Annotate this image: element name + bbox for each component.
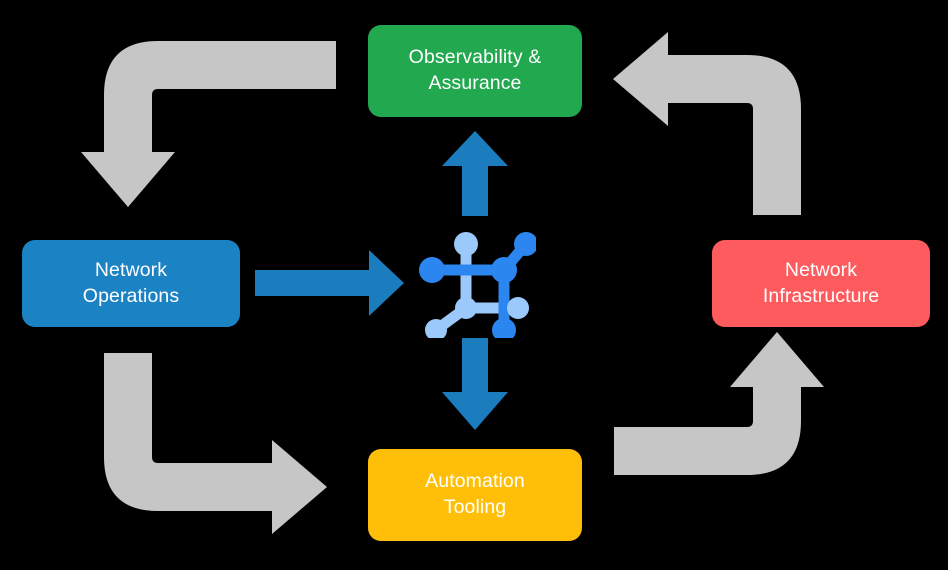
connector-observability-to-ops xyxy=(81,41,336,207)
node-label-network-operations: Network Operations xyxy=(82,258,180,307)
connector-infrastructure-to-observability xyxy=(613,32,801,215)
connector-ops-to-automation xyxy=(104,353,327,534)
connector-automation-to-infrastructure xyxy=(614,332,824,475)
node-label-automation-tooling: Automation Tooling xyxy=(425,470,525,518)
topology-nodes-primary xyxy=(419,232,538,342)
connector-ops-to-center xyxy=(255,250,404,316)
network-topology-glyph xyxy=(419,232,538,342)
node-network-operations[interactable]: Network Operations xyxy=(22,240,240,327)
network-topology-icon xyxy=(418,218,538,342)
connector-center-to-observability xyxy=(442,131,508,216)
node-observability-assurance[interactable]: Observability & Assurance xyxy=(368,25,582,117)
node-automation-tooling[interactable]: Automation Tooling xyxy=(368,449,582,541)
node-label-observability-assurance: Observability & Assurance xyxy=(408,46,542,94)
topology-nodes-secondary xyxy=(425,232,529,341)
connector-center-to-automation xyxy=(442,338,508,430)
node-label-network-infrastructure: Network Infrastructure xyxy=(762,258,880,307)
node-network-infrastructure[interactable]: Network Infrastructure xyxy=(712,240,930,327)
